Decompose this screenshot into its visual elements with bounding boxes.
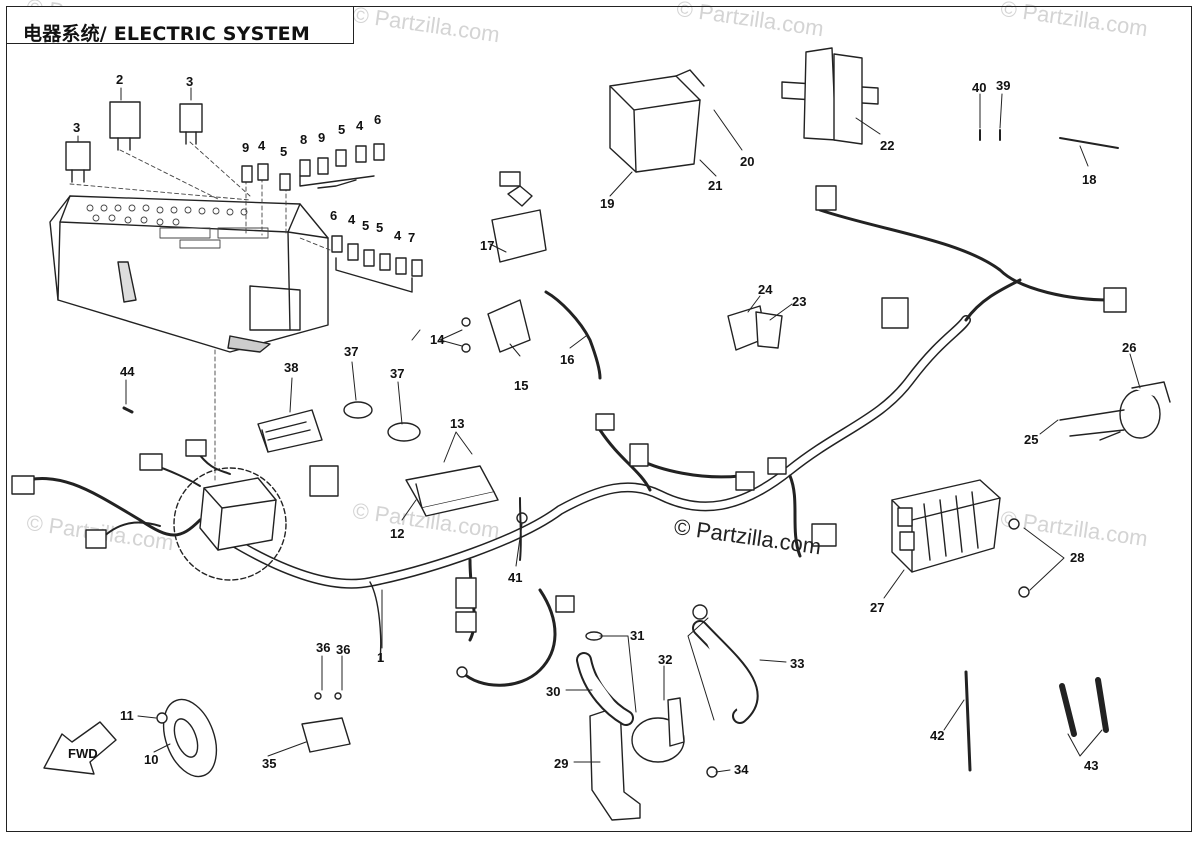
callout-44: 44 — [120, 364, 135, 379]
clips-39-40 — [979, 129, 1001, 141]
callout-9: 9 — [318, 130, 325, 145]
callout-5: 5 — [338, 122, 345, 137]
callout-4: 4 — [394, 228, 402, 243]
callout-39: 39 — [996, 78, 1010, 93]
callout-10: 10 — [144, 752, 158, 767]
clip-44 — [122, 406, 134, 414]
callout-31: 31 — [630, 628, 644, 643]
harness-connectors — [11, 185, 1127, 678]
callout-24: 24 — [758, 282, 773, 297]
callout-4: 4 — [356, 118, 364, 133]
fuse-row-lower — [331, 235, 423, 293]
cable-tie-42 — [964, 670, 972, 772]
battery-holder-22 — [781, 47, 879, 145]
callout-34: 34 — [734, 762, 749, 777]
callout-40: 40 — [972, 80, 986, 95]
horn-mount-assembly — [576, 604, 759, 821]
starter-relay-17 — [491, 171, 547, 263]
callout-19: 19 — [600, 196, 614, 211]
connectors-23-24 — [727, 305, 783, 351]
callout-11: 11 — [120, 708, 134, 723]
page-title: 电器系统/ ELECTRIC SYSTEM — [23, 23, 310, 45]
fuse-box — [49, 141, 331, 481]
callout-36: 36 — [336, 642, 350, 657]
title-box: 电器系统/ ELECTRIC SYSTEM — [6, 6, 354, 45]
relay-parts — [65, 101, 203, 183]
callout-35: 35 — [262, 756, 276, 771]
callout-16: 16 — [560, 352, 574, 367]
diagram-border — [6, 6, 1192, 832]
callout-37: 37 — [390, 366, 404, 381]
wire-harness — [16, 208, 1112, 687]
callout-27: 27 — [870, 600, 884, 615]
callout-23: 23 — [792, 294, 806, 309]
connector-35 — [301, 692, 351, 753]
callout-5: 5 — [362, 218, 369, 233]
junction-block — [199, 477, 277, 551]
callout-26: 26 — [1122, 340, 1136, 355]
callout-43: 43 — [1084, 758, 1098, 773]
callout-5: 5 — [280, 144, 287, 159]
callout-5: 5 — [376, 220, 383, 235]
callout-3: 3 — [186, 74, 193, 89]
fuse-row-upper — [241, 143, 385, 191]
leader-lines — [77, 87, 1141, 773]
clamps-37 — [343, 401, 421, 442]
callout-12: 12 — [390, 526, 404, 541]
callout-42: 42 — [930, 728, 944, 743]
callout-6: 6 — [374, 112, 381, 127]
callout-15: 15 — [514, 378, 528, 393]
callout-4: 4 — [348, 212, 356, 227]
callout-4: 4 — [258, 138, 266, 153]
callout-2: 2 — [116, 72, 123, 87]
strap-18 — [1059, 137, 1119, 149]
highlight-circle — [173, 467, 287, 581]
horn-10 — [156, 698, 218, 778]
callout-33: 33 — [790, 656, 804, 671]
callout-41: 41 — [508, 570, 522, 585]
callout-8: 8 — [300, 132, 307, 147]
sensor-26 — [1059, 381, 1171, 441]
connector-block-38 — [257, 409, 323, 453]
callout-38: 38 — [284, 360, 298, 375]
control-module — [405, 465, 499, 517]
callout-17: 17 — [480, 238, 494, 253]
callout-20: 20 — [740, 154, 754, 169]
sensor-15 — [461, 299, 531, 353]
regulator-27 — [891, 479, 1030, 598]
callout-3: 3 — [73, 120, 80, 135]
battery-19 — [609, 69, 705, 173]
callout-28: 28 — [1070, 550, 1084, 565]
fwd-arrow-icon — [43, 721, 117, 775]
callout-13: 13 — [450, 416, 464, 431]
callout-1: 1 — [377, 650, 384, 665]
callout-36: 36 — [316, 640, 330, 655]
callout-29: 29 — [554, 756, 568, 771]
sensor-cable-16 — [544, 290, 602, 380]
callout-18: 18 — [1082, 172, 1096, 187]
clip-41 — [516, 512, 528, 524]
fwd-label: FWD — [68, 746, 98, 761]
callout-9: 9 — [242, 140, 249, 155]
callout-32: 32 — [658, 652, 672, 667]
callout-14: 14 — [430, 332, 445, 347]
callout-37: 37 — [344, 344, 358, 359]
callout-21: 21 — [708, 178, 722, 193]
callout-25: 25 — [1024, 432, 1038, 447]
callout-7: 7 — [408, 230, 415, 245]
callout-30: 30 — [546, 684, 560, 699]
callout-labels: 1 2 3 3 4 4 4 4 5 5 5 5 6 6 7 8 9 9 10 1… — [68, 72, 1136, 777]
callout-6: 6 — [330, 208, 337, 223]
callout-22: 22 — [880, 138, 894, 153]
bands-43 — [1059, 677, 1109, 737]
